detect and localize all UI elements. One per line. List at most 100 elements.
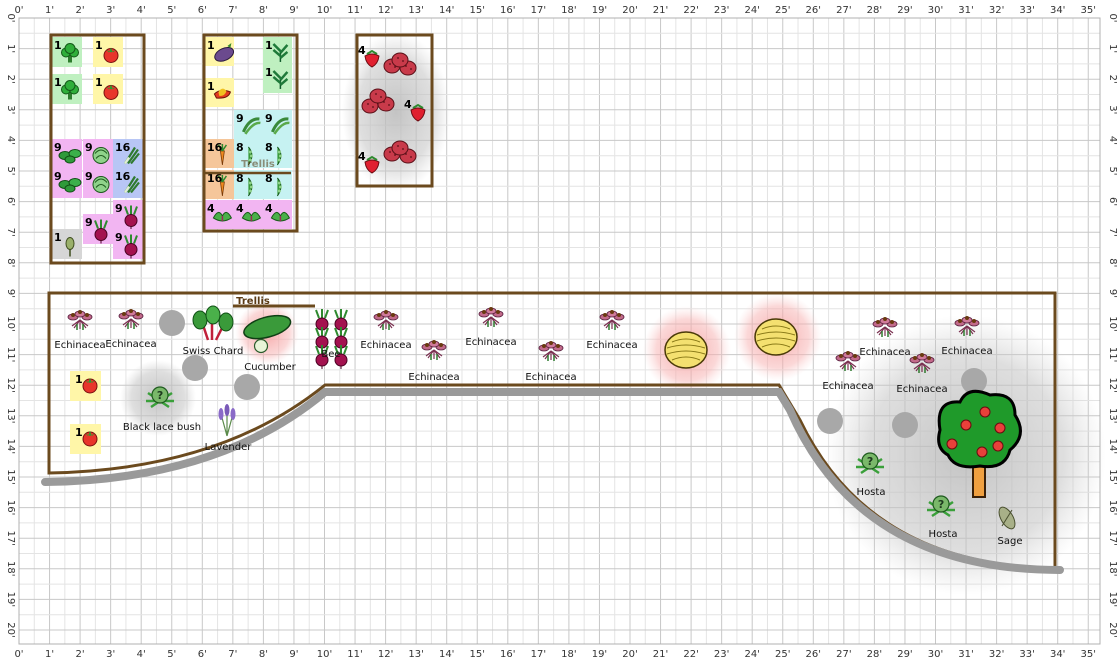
bed-1-cell-broccoli[interactable]: 1 <box>52 37 82 67</box>
bed-1-cell-tomato[interactable]: 1 <box>93 74 123 104</box>
hosta-label-1: Hosta <box>857 487 886 498</box>
ruler-top-label: 28' <box>867 5 882 16</box>
ruler-top-label: 18' <box>561 5 576 16</box>
bed-1-cell-tomato[interactable]: 1 <box>93 37 123 67</box>
ruler-right-label: 18' <box>1107 561 1118 576</box>
cucumber-label: Cucumber <box>244 362 296 373</box>
melon-plant-2[interactable] <box>754 318 798 356</box>
bed-1-cell-artichoke[interactable]: 1 <box>52 229 82 259</box>
plant-count: 8 <box>265 172 273 185</box>
plant-count: 9 <box>85 170 93 183</box>
bed-1-cell-beet[interactable]: 9 <box>113 229 143 260</box>
plant-count: 1 <box>265 66 273 79</box>
lavender-label: Lavender <box>205 442 253 453</box>
bed-2-cell-pea[interactable]: 8 <box>234 139 263 168</box>
bed-2-cell-kale[interactable]: 1 <box>263 37 292 66</box>
ruler-left-label: 15' <box>5 469 16 484</box>
bed-2-trellis-label: Trellis <box>241 159 275 170</box>
bed-1-cell-broccoli[interactable]: 1 <box>52 74 82 104</box>
bed-2-cell-carrot[interactable]: 16 <box>205 139 234 168</box>
rock-3[interactable] <box>234 374 260 400</box>
rock-5[interactable] <box>892 412 918 438</box>
ruler-bottom-label: 25' <box>775 649 790 660</box>
ruler-right-label: 2' <box>1107 75 1118 84</box>
ruler-bottom-label: 23' <box>714 649 729 660</box>
plant-count: 9 <box>236 112 244 125</box>
hosta-label-2: Hosta <box>929 529 958 540</box>
border-bed[interactable]: Trellis Echinacea Echinacea Echinacea Ec… <box>41 291 1106 595</box>
ruler-bottom-label: 24' <box>744 649 759 660</box>
bed-2-cell-pea[interactable]: 8 <box>263 170 292 199</box>
plant-count: 4 <box>265 202 273 215</box>
bed-2-cell-pepper[interactable]: 1 <box>205 78 234 107</box>
bed-1-cell-beet[interactable]: 9 <box>113 200 143 231</box>
plant-count: 9 <box>85 216 93 229</box>
plant-count: 1 <box>265 39 273 52</box>
ruler-bottom-label: 3' <box>106 649 115 660</box>
rock-2[interactable] <box>182 355 208 381</box>
plant-count: 1 <box>207 80 215 93</box>
ruler-bottom-label: 30' <box>928 649 943 660</box>
melon-plant-1[interactable] <box>664 331 708 369</box>
ruler-left-label: 20' <box>5 622 16 637</box>
lavender-plant[interactable] <box>218 404 236 437</box>
ruler-left-label: 6' <box>5 197 16 206</box>
ruler-bottom-label: 2' <box>76 649 85 660</box>
cucumber-plant[interactable] <box>241 311 293 354</box>
bed-2-cell-bean[interactable]: 9 <box>263 110 292 139</box>
ruler-top-label: 9' <box>289 5 298 16</box>
ruler-right-label: 12' <box>1107 377 1118 392</box>
bed-2-cell-carrot[interactable]: 16 <box>205 170 234 199</box>
plant-count: 4 <box>358 44 366 57</box>
ruler-top-label: 30' <box>928 5 943 16</box>
ruler-bottom-label: 6' <box>198 649 207 660</box>
plant-count: 9 <box>85 141 93 154</box>
ruler-bottom-label: 0' <box>14 649 23 660</box>
bed-1-cell-beet[interactable]: 9 <box>83 214 113 245</box>
ruler-bottom-label: 18' <box>561 649 576 660</box>
bed-2-cell-pea[interactable]: 8 <box>263 139 292 168</box>
tomato-count-2: 1 <box>75 426 83 439</box>
bed-1-cell-cabbage[interactable]: 9 <box>83 139 113 169</box>
swiss-chard-plant[interactable] <box>192 305 234 341</box>
plant-count: 4 <box>207 202 215 215</box>
bed-2-cell-lettuce[interactable]: 4 <box>263 200 292 229</box>
bed-1-cell-leek[interactable]: 16 <box>113 168 143 198</box>
plant-count: 4 <box>404 98 412 111</box>
bed-2-cell-lettuce[interactable]: 4 <box>205 200 234 229</box>
bed-1-cell-leek[interactable]: 16 <box>113 139 143 169</box>
bed-2-cell-pea[interactable]: 8 <box>234 170 263 199</box>
raised-bed-3[interactable]: 4 4 4 <box>342 32 450 192</box>
bed-2-cell-lettuce[interactable]: 4 <box>234 200 263 229</box>
ruler-right-label: 17' <box>1107 530 1118 545</box>
ruler-right-label: 8' <box>1107 258 1118 267</box>
ruler-right-label: 4' <box>1107 136 1118 145</box>
ruler-top-label: 31' <box>958 5 973 16</box>
echinacea-label-4: Echinacea <box>408 372 459 383</box>
bed-3-cell-strawberry[interactable]: 4 <box>404 98 426 122</box>
rock-4[interactable] <box>817 408 843 434</box>
bed-3-cell-strawberry[interactable]: 4 <box>358 150 380 174</box>
ruler-bottom-label: 17' <box>531 649 546 660</box>
bed-2-cell-bean[interactable]: 9 <box>234 110 263 139</box>
ruler-top-label: 19' <box>592 5 607 16</box>
ruler-bottom-label: 11' <box>347 649 362 660</box>
ruler-right-label: 13' <box>1107 408 1118 423</box>
ruler-left: 0'1'2'3'4'5'6'7'8'9'10'11'12'13'14'15'16… <box>5 13 16 637</box>
sage-plant[interactable] <box>996 505 1018 532</box>
ruler-left-label: 7' <box>5 228 16 237</box>
rock-1[interactable] <box>159 310 185 336</box>
ruler-left-label: 18' <box>5 561 16 576</box>
plant-count: 16 <box>115 170 131 183</box>
bed-2-cell-kale[interactable]: 1 <box>263 64 292 93</box>
bed-2-cell-eggplant[interactable]: 1 <box>205 37 237 66</box>
bed-1-cell-cabbage[interactable]: 9 <box>83 168 113 198</box>
ruler-left-label: 3' <box>5 105 16 114</box>
fruit-tree[interactable] <box>937 389 1022 498</box>
bed-3-cell-strawberry[interactable]: 4 <box>358 44 380 68</box>
bed-1-cell-spinach[interactable]: 9 <box>52 168 82 198</box>
bed-1-cell-spinach[interactable]: 9 <box>52 139 82 169</box>
